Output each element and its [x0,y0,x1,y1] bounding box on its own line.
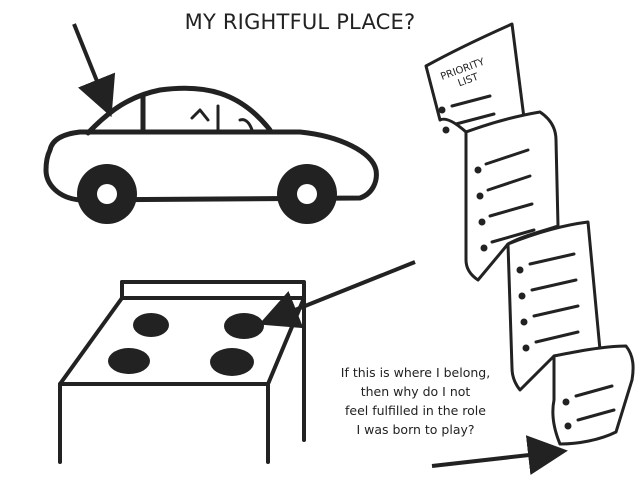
stove-burners [108,313,264,376]
burner [133,313,169,337]
stove-icon [58,280,306,464]
scroll-list-items [438,94,616,430]
caption: If this is where I belong, then why do I… [318,363,513,439]
caption-line: If this is where I belong, [340,365,491,380]
page-title: MY RIGHTFUL PLACE? [184,10,416,34]
car-wheels [77,164,337,224]
caption-line: feel fulfilled in the role [345,403,486,418]
stove-top [58,296,306,386]
burner [108,348,150,374]
car-roof [85,85,273,136]
car-body [43,129,379,203]
caption-line: then why do I not [360,384,471,399]
scroll-sheet [464,110,560,282]
caption-line: I was born to play? [356,422,475,437]
scroll-sheet [551,344,635,446]
arrow-icon [431,435,568,476]
burner [224,313,264,339]
arrow-icon [72,23,116,118]
arrow-icon [258,260,416,329]
burner [210,348,254,376]
